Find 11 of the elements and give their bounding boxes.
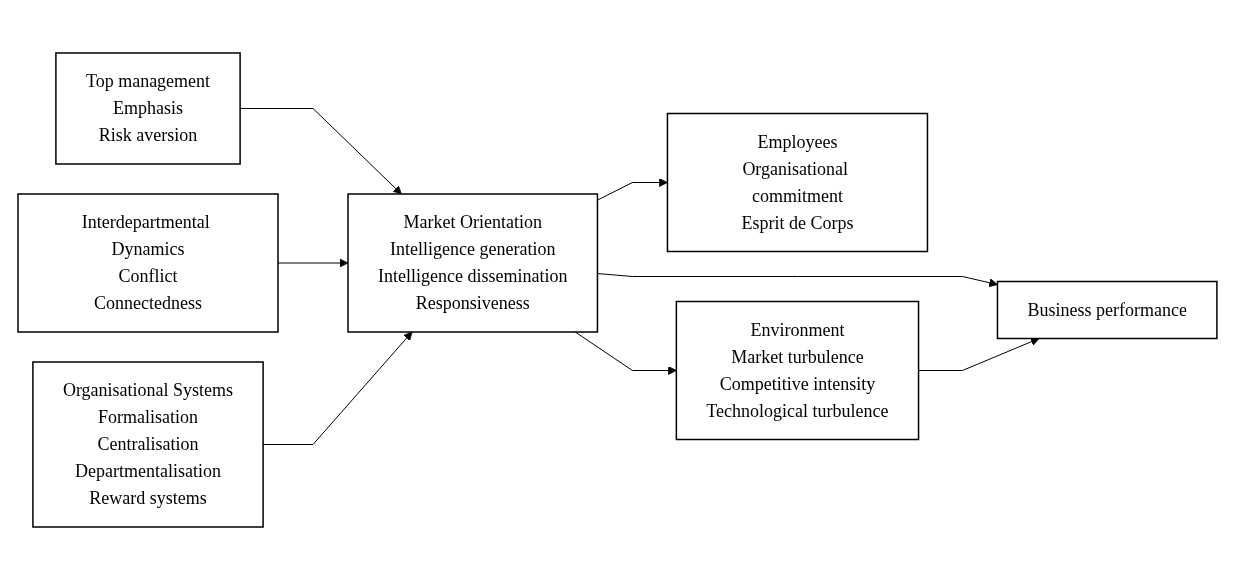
node-box: Environment Market turbulence Competitive intensity Technological turbulence [675,300,920,440]
arrow [597,272,998,287]
node-box: Market Orientation Intelligence generation Intelligence dissemination Responsiveness [347,192,599,333]
node-box: Interdepartmental Dynamics Conflict Connectedness [17,192,279,333]
node-box: Organisational Systems Formalisation Centralisation Departmentalisation Reward systems [32,360,264,528]
arrow [918,337,1040,371]
node-box: Top management Emphasis Risk aversion [55,51,241,165]
arrow [597,177,668,201]
node-box: Business performance [996,280,1218,339]
arrow [574,331,677,375]
node-box: Employees Organisational commitment Esprit de Corps [666,112,929,252]
